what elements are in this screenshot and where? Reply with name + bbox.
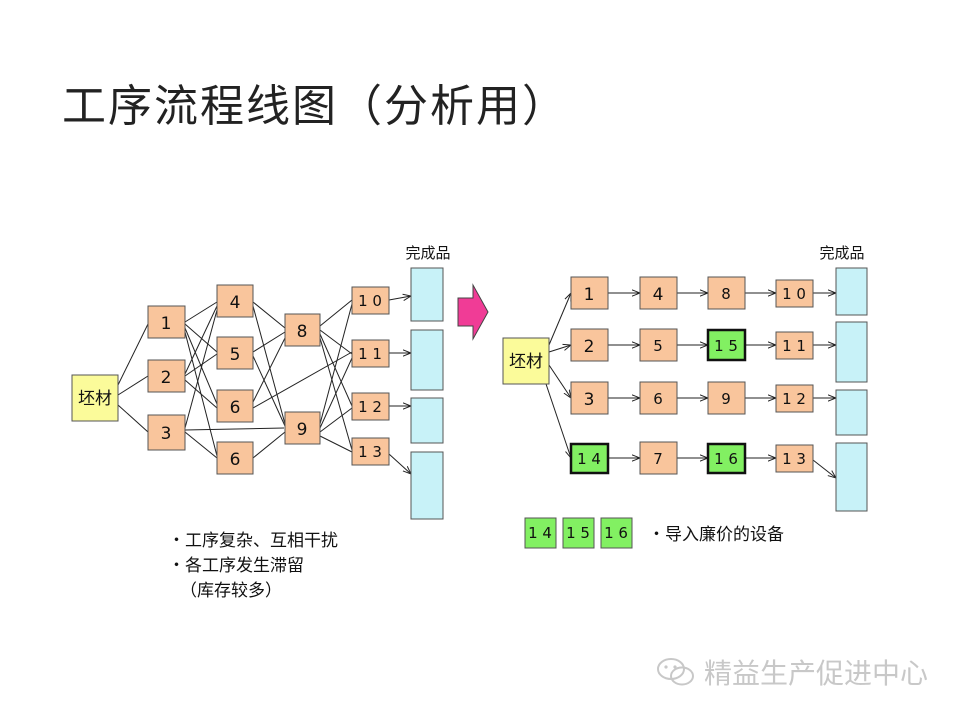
process-label: 2 (584, 337, 595, 357)
right-process-11: 1 1 (775, 331, 814, 360)
process-label: 1 5 (714, 337, 738, 355)
left-diagram: 坯材 1 2 3 4 5 6 6 (71, 244, 451, 520)
left-note-2: ・各工序发生滞留 (168, 556, 304, 576)
right-finished-box-4 (835, 442, 868, 512)
left-finished-box-1 (410, 267, 444, 322)
right-source-box (502, 337, 550, 385)
process-label: 8 (297, 322, 308, 342)
left-source-label: 坯材 (78, 389, 112, 409)
process-label: 1 4 (577, 450, 601, 468)
process-label: 4 (653, 285, 664, 305)
right-process-16-new-equipment: 1 6 (706, 442, 747, 475)
process-label: 1 1 (358, 345, 382, 363)
process-label: 2 (161, 368, 172, 388)
watermark-text: 精益生产促进中心 (703, 657, 928, 690)
left-finished-box-4 (410, 451, 444, 520)
right-diagram: 坯材 1 4 8 1 0 2 5 1 5 (502, 244, 868, 512)
process-label: 3 (161, 424, 172, 444)
process-label: 4 (230, 293, 241, 313)
left-process-5: 5 (216, 336, 254, 370)
process-label: 5 (230, 345, 241, 365)
left-note-3: （库存较多） (180, 581, 282, 601)
right-process-10: 1 0 (775, 279, 814, 308)
process-label: 1 (584, 285, 595, 305)
left-source-box (71, 374, 119, 422)
legend-label: 1 5 (566, 524, 590, 542)
page-title: 工序流程线图（分析用） (62, 81, 568, 132)
legend-text: ・导入廉价的设备 (648, 525, 784, 545)
process-label: 6 (230, 450, 241, 470)
right-process-6: 6 (639, 381, 678, 415)
process-label: 6 (653, 390, 663, 408)
right-process-14-new-equipment: 1 4 (569, 442, 610, 475)
process-label: 1 3 (358, 443, 382, 461)
legend-item-14: 1 4 (524, 517, 557, 549)
process-label: 9 (721, 390, 731, 408)
process-label: 1 1 (782, 337, 806, 355)
left-process-6a: 6 (216, 389, 254, 423)
right-finished-label: 完成品 (819, 244, 864, 262)
left-process-3: 3 (147, 414, 186, 451)
right-process-9: 9 (707, 381, 746, 415)
process-label: 1 0 (782, 285, 806, 303)
left-finished-box-2 (410, 329, 444, 391)
right-process-1: 1 (570, 276, 609, 310)
left-process-1: 1 (147, 305, 186, 339)
left-process-2: 2 (147, 359, 186, 393)
process-label: 1 6 (714, 450, 738, 468)
right-finished-box-3 (835, 389, 868, 436)
wechat-icon (656, 658, 694, 686)
process-label: 7 (653, 450, 663, 468)
left-process-6b: 6 (216, 441, 254, 475)
process-label: 8 (721, 285, 731, 303)
left-note-1: ・工序复杂、互相干扰 (168, 531, 338, 551)
left-process-10: 1 0 (351, 286, 390, 315)
right-process-7: 7 (639, 441, 678, 475)
legend-item-15: 1 5 (562, 517, 595, 549)
process-label: 1 2 (782, 390, 806, 408)
legend-label: 1 4 (528, 524, 552, 542)
right-process-15-new-equipment: 1 5 (706, 328, 747, 362)
right-process-5: 5 (639, 328, 678, 362)
right-process-13: 1 3 (775, 444, 814, 473)
process-label: 1 (161, 314, 172, 334)
process-label: 1 0 (358, 292, 382, 310)
left-connectors (117, 296, 411, 474)
left-process-9: 9 (284, 411, 321, 445)
legend-label: 1 6 (604, 524, 628, 542)
left-process-4: 4 (216, 284, 254, 318)
watermark: 精益生产促进中心 (656, 652, 928, 692)
legend: 1 4 1 5 1 6 (524, 517, 633, 549)
right-source-label: 坯材 (509, 352, 543, 372)
right-process-3: 3 (570, 381, 609, 415)
process-label: 3 (584, 390, 595, 410)
right-finished-box-1 (835, 267, 868, 316)
process-label: 1 2 (358, 398, 382, 416)
process-label: 5 (653, 337, 663, 355)
right-process-4: 4 (639, 276, 678, 310)
left-process-12: 1 2 (351, 392, 390, 421)
left-process-8: 8 (284, 313, 321, 347)
right-connectors (544, 293, 836, 478)
left-process-13: 1 3 (351, 437, 390, 466)
process-label: 9 (297, 420, 308, 440)
right-finished-box-2 (835, 321, 868, 383)
right-process-2: 2 (570, 328, 609, 362)
right-process-12: 1 2 (775, 384, 814, 413)
transition-arrow-icon (457, 283, 489, 341)
legend-item-16: 1 6 (600, 517, 633, 549)
left-finished-box-3 (410, 397, 444, 444)
left-process-11: 1 1 (351, 339, 390, 368)
process-label: 1 3 (782, 450, 806, 468)
process-label: 6 (230, 398, 241, 418)
left-finished-label: 完成品 (405, 244, 450, 262)
right-process-8: 8 (707, 276, 746, 310)
